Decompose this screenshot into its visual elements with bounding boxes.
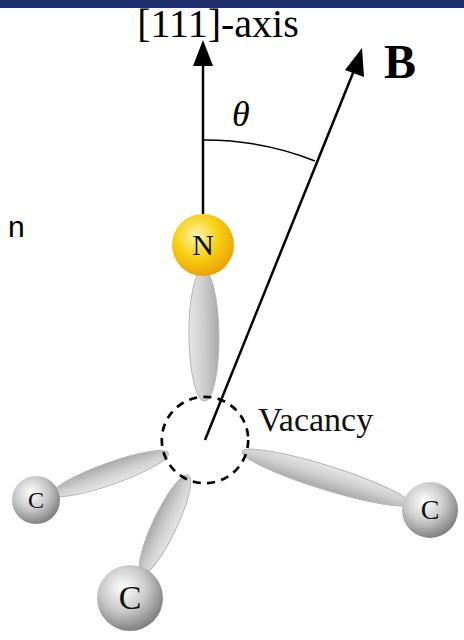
carbon-atom: C (12, 476, 60, 524)
vacancy-site: Vacancy (160, 395, 250, 485)
bond-lobe (131, 470, 199, 579)
field-label: B (384, 38, 416, 86)
bond-lobe (239, 440, 413, 515)
atom-symbol: C (421, 496, 440, 524)
nitrogen-atom: N (172, 214, 234, 276)
angle-label: θ (232, 96, 250, 132)
carbon-atom: C (97, 565, 163, 631)
carbon-atom: C (402, 482, 458, 538)
vacancy-outline (160, 395, 250, 485)
atom-symbol: C (28, 488, 44, 512)
axis-line (202, 62, 205, 214)
angle-arc (203, 140, 315, 161)
bond-lobe (49, 443, 172, 505)
atom-symbol: N (192, 230, 214, 260)
vacancy-label: Vacancy (258, 403, 373, 437)
field-arrowhead (345, 48, 364, 77)
axis-label: [111]-axis (137, 4, 298, 44)
bond-lobe (188, 270, 219, 401)
atom-symbol: C (119, 581, 142, 615)
cropped-text: n (8, 212, 25, 242)
